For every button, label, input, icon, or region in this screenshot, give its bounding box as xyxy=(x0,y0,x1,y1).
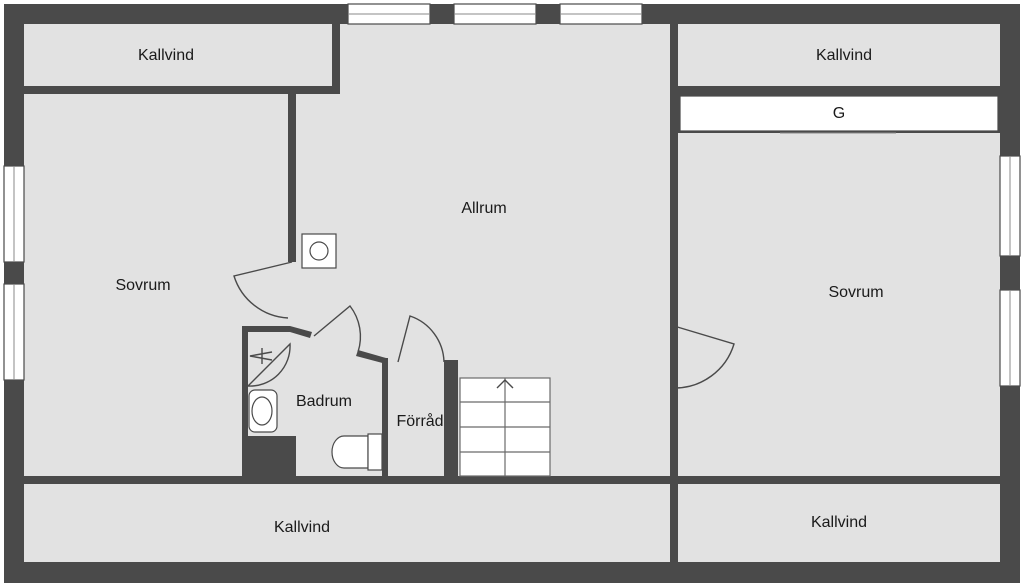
wall-badrum-top-c xyxy=(356,350,386,364)
room-sovrum-right xyxy=(678,133,1000,476)
label-kallvind-top-left: Kallvind xyxy=(138,47,194,64)
wall-allrum-right-bottom xyxy=(670,388,678,562)
door-forrad xyxy=(397,315,445,363)
wall-kallvind-left-side xyxy=(332,24,340,94)
label-allrum: Allrum xyxy=(461,200,506,217)
toilet xyxy=(331,435,369,469)
label-kallvind-bottom-right: Kallvind xyxy=(811,514,867,531)
shower-head-icon xyxy=(249,348,273,364)
wardrobe xyxy=(679,95,999,132)
wall-badrum-top-b xyxy=(290,326,312,338)
wall-kallvind-bottom xyxy=(24,476,1000,484)
room-kallvind-top-right xyxy=(678,24,1000,86)
label-sovrum-left: Sovrum xyxy=(115,277,170,294)
wall-kallvind-left xyxy=(24,86,340,94)
wall-badrum-right xyxy=(382,358,388,476)
door-sovrum-left xyxy=(233,261,293,319)
label-kallvind-bottom-left: Kallvind xyxy=(274,519,330,536)
wall-sovrum-allrum-top xyxy=(288,94,296,262)
toilet-tank xyxy=(367,433,383,471)
wall-badrum-left xyxy=(242,326,248,476)
chimney-flue-icon xyxy=(309,241,329,261)
label-kallvind-top-right: Kallvind xyxy=(816,47,872,64)
label-forrad: Förråd xyxy=(396,412,443,430)
wall-kallvind-right xyxy=(678,86,1000,94)
door-badrum xyxy=(313,304,362,353)
label-badrum: Badrum xyxy=(296,393,352,410)
label-garderob: G xyxy=(833,105,845,122)
wall-forrad-right xyxy=(444,360,458,476)
room-kallvind-bottom-right xyxy=(678,484,1000,562)
wall-allrum-right-top xyxy=(670,24,678,326)
door-sovrum-right xyxy=(673,325,735,389)
label-sovrum-right: Sovrum xyxy=(828,284,883,301)
room-kallvind-bottom-left xyxy=(24,484,670,562)
door-shower xyxy=(247,342,291,387)
wall-badrum-top-a xyxy=(242,326,290,332)
room-kallvind-top-left xyxy=(24,24,332,86)
room-forrad xyxy=(388,368,450,476)
shaft xyxy=(242,436,296,476)
sink-basin-icon xyxy=(251,396,273,426)
stair-arrow-icon xyxy=(496,379,514,389)
